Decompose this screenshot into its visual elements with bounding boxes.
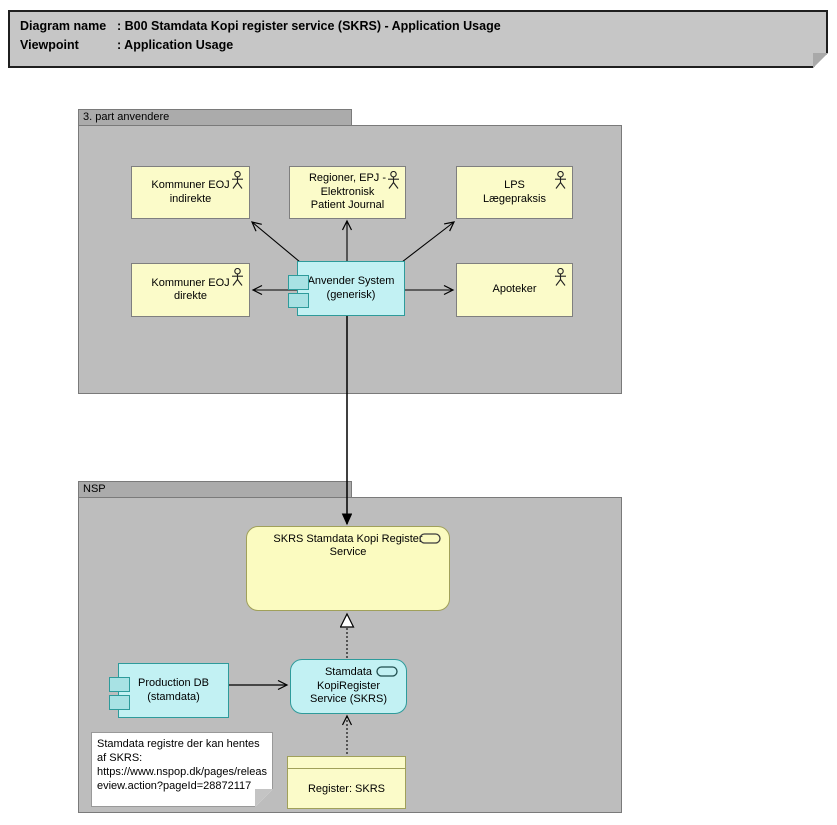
component-icon (109, 695, 130, 710)
data-object-band (288, 757, 405, 769)
viewpoint-label: Viewpoint (20, 38, 79, 53)
node-register-skrs[interactable]: Register: SKRS (287, 756, 406, 809)
node-anvender-system[interactable]: Anvender System (generisk) (288, 261, 405, 316)
node-label: Register: SKRS (307, 782, 386, 795)
node-label: LPS Lægepraksis (483, 179, 546, 205)
group-label-third-party: 3. part anvendere (83, 111, 170, 123)
node-skrs-stamdata-kopi-register-service[interactable]: SKRS Stamdata Kopi Register Service (246, 526, 450, 611)
note-text: Stamdata registre der kan hentes af SKRS… (97, 738, 267, 793)
actor-icon (388, 171, 399, 189)
group-tab-nsp[interactable]: NSP (78, 481, 352, 497)
node-kommuner-eoj-direkte[interactable]: Kommuner EOJ direkte (131, 263, 250, 317)
title-note-fold-corner (813, 53, 828, 68)
service-oval-icon (419, 533, 441, 544)
viewpoint-row: Viewpoint : Application Usage (20, 36, 826, 55)
node-label: Apoteker (492, 283, 537, 296)
node-label: Kommuner EOJ direkte (151, 276, 230, 302)
node-label: Anvender System (generisk) (307, 275, 395, 301)
node-apoteker[interactable]: Apoteker (456, 263, 573, 317)
node-regioner-epj[interactable]: Regioner, EPJ - Elektronisk Patient Jour… (289, 166, 406, 219)
node-label: Regioner, EPJ - Elektronisk Patient Jour… (308, 172, 387, 212)
group-tab-third-party[interactable]: 3. part anvendere (78, 109, 352, 125)
component-icon (288, 275, 309, 290)
node-label: Kommuner EOJ indirekte (151, 179, 230, 205)
service-oval-icon (376, 666, 398, 677)
node-label: SKRS Stamdata Kopi Register Service (273, 533, 423, 559)
diagram-name-value: : B00 Stamdata Kopi register service (SK… (117, 19, 501, 33)
actor-icon (555, 171, 566, 189)
node-label: Stamdata KopiRegister Service (SKRS) (309, 666, 388, 706)
diagram-name-label: Diagram name (20, 19, 107, 33)
actor-icon (232, 268, 243, 286)
node-stamdata-kopiregister-service[interactable]: Stamdata KopiRegister Service (SKRS) (290, 659, 407, 714)
actor-icon (232, 171, 243, 189)
node-lps-laegepraksis[interactable]: LPS Lægepraksis (456, 166, 573, 219)
actor-icon (555, 268, 566, 286)
diagram-title-note: Diagram name : B00 Stamdata Kopi register… (8, 10, 828, 68)
node-kommuner-eoj-indirekte[interactable]: Kommuner EOJ indirekte (131, 166, 250, 219)
component-icon (288, 293, 309, 308)
note-stamdata-registre: Stamdata registre der kan hentes af SKRS… (91, 732, 273, 807)
node-label: Production DB (stamdata) (138, 677, 209, 703)
diagram-name-row: Diagram name : B00 Stamdata Kopi register… (20, 17, 826, 36)
group-label-nsp: NSP (83, 483, 106, 495)
viewpoint-value: : Application Usage (117, 38, 234, 53)
component-icon (109, 677, 130, 692)
node-production-db[interactable]: Production DB (stamdata) (109, 663, 229, 718)
